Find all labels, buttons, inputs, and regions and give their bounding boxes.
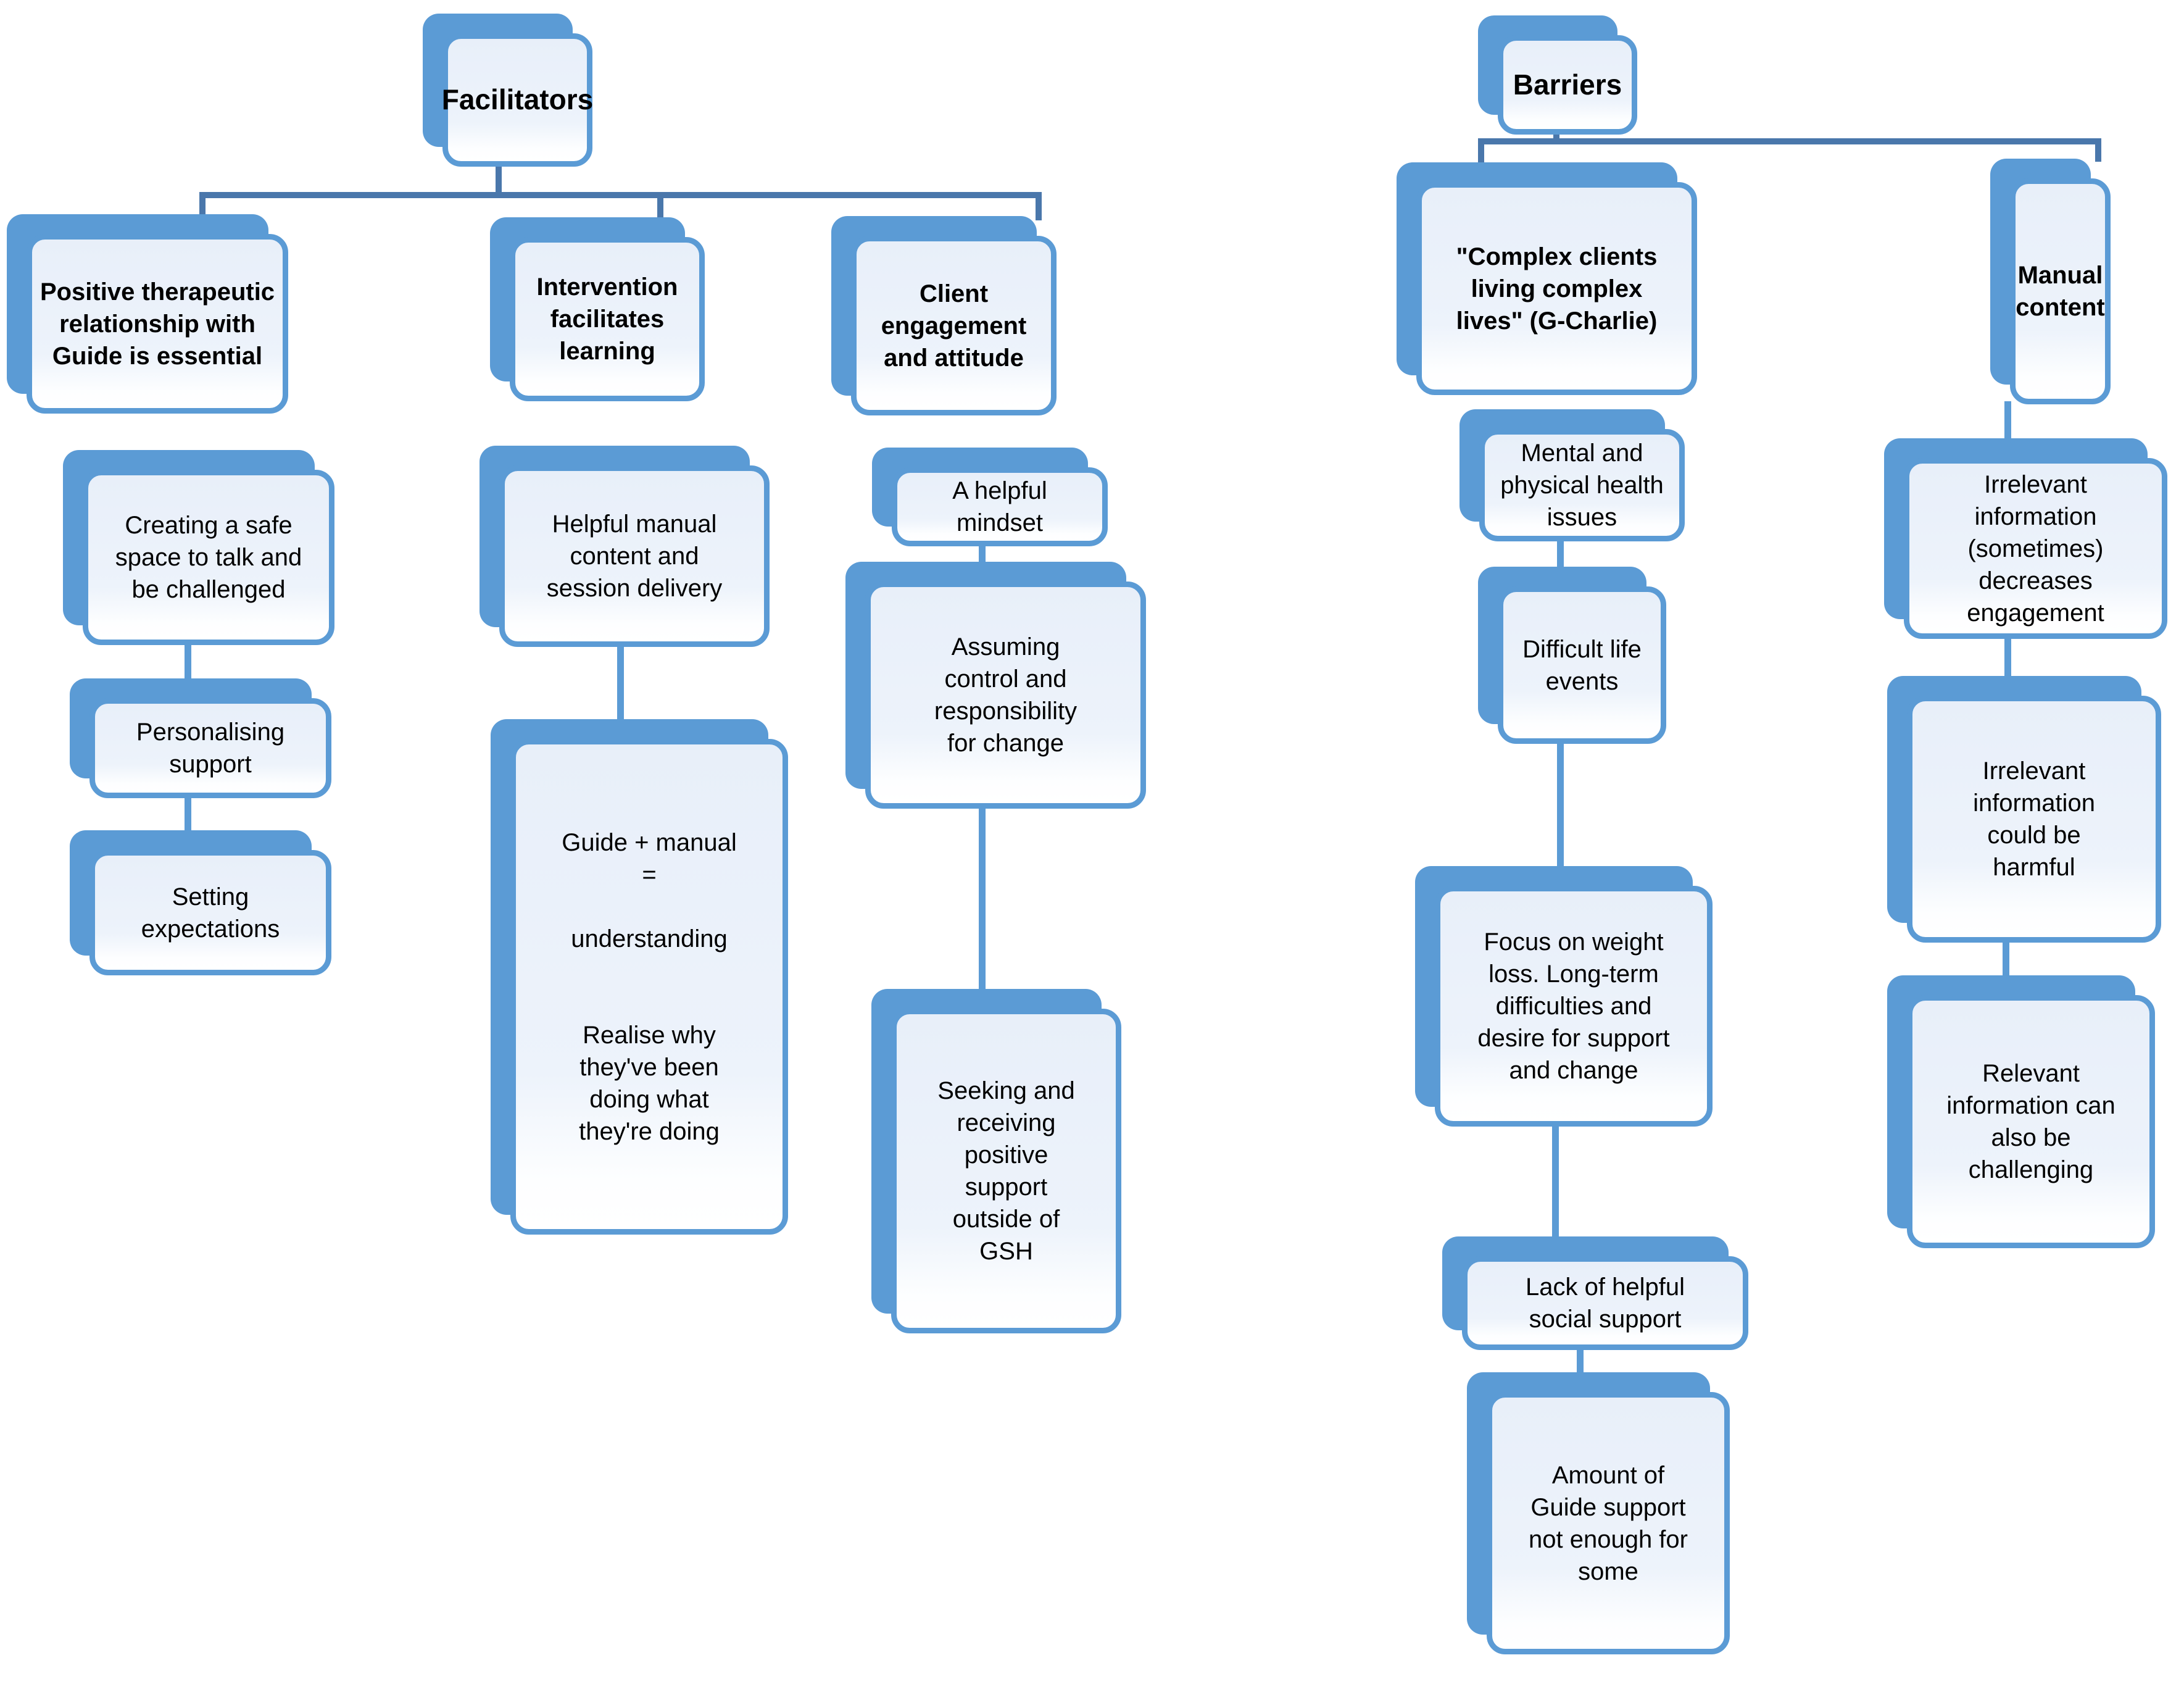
connector-drop-client (1036, 192, 1042, 220)
node-focus-on-weight-loss: Focus on weight loss. Long-term difficul… (1415, 866, 1713, 1127)
node-client-engagement-attitude: Client engagement and attitude (831, 216, 1057, 415)
node-label: Client engagement and attitude (881, 280, 1027, 372)
node-card: Irrelevant information could be harmful (1907, 696, 2161, 943)
node-label: Personalising support (136, 719, 285, 778)
node-label: Irrelevant information could be harmful (1973, 757, 2095, 881)
node-manual-content: Manual content (1990, 159, 2111, 404)
connector-creating-personalising (185, 642, 191, 682)
node-amount-of-guide-support: Amount of Guide support not enough for s… (1467, 1372, 1730, 1654)
node-label: Barriers (1513, 68, 1622, 101)
connector-focus-lack (1552, 1123, 1559, 1240)
connector-lack-amount (1577, 1347, 1584, 1375)
node-barriers-root: Barriers (1478, 15, 1637, 135)
node-label: Focus on weight loss. Long-term difficul… (1477, 928, 1670, 1084)
connector-drop-complex-clients (1478, 138, 1484, 165)
node-card: Positive therapeutic relationship with G… (27, 234, 288, 414)
node-label: Helpful manual content and session deliv… (546, 511, 723, 602)
node-card: Creating a safe space to talk and be cha… (83, 470, 334, 645)
node-facilitators-root: Facilitators (423, 14, 594, 167)
node-card: Facilitators (441, 33, 594, 167)
node-label: Guide + manual = understanding Realise w… (562, 828, 737, 1145)
connector-barriers-hline (1478, 138, 2101, 144)
node-assuming-control-responsibility: Assuming control and responsibility for … (845, 562, 1146, 809)
node-label: Irrelevant information (sometimes) decre… (1967, 470, 2104, 627)
node-card: Focus on weight loss. Long-term difficul… (1435, 886, 1713, 1127)
node-irrelevant-info-could-be-harmful: Irrelevant information could be harmful (1887, 676, 2161, 943)
node-relevant-info-challenging: Relevant information can also be challen… (1887, 975, 2155, 1248)
node-card: Amount of Guide support not enough for s… (1487, 1392, 1730, 1654)
node-card: Difficult life events (1498, 586, 1666, 744)
connector-drop-positive (199, 192, 206, 219)
node-card: Seeking and receiving positive support o… (891, 1009, 1121, 1333)
connector-mindset-assuming (979, 543, 986, 565)
node-label: Relevant information can also be challen… (1946, 1060, 2115, 1183)
node-helpful-manual-content: Helpful manual content and session deliv… (480, 446, 770, 647)
node-card: Mental and physical health issues (1479, 429, 1685, 541)
connector-helpful-guide (617, 644, 624, 722)
connector-difficult-focus (1557, 741, 1564, 869)
node-a-helpful-mindset: A helpful mindset (872, 448, 1108, 546)
node-label: Mental and physical health issues (1500, 440, 1664, 531)
node-card: Irrelevant information (sometimes) decre… (1904, 458, 2167, 639)
node-card: Assuming control and responsibility for … (865, 581, 1146, 809)
node-label: Intervention facilitates learning (536, 273, 678, 365)
node-card: Barriers (1498, 35, 1637, 135)
node-card: Relevant information can also be challen… (1907, 995, 2155, 1248)
node-mental-physical-health-issues: Mental and physical health issues (1459, 409, 1685, 541)
node-personalising-support: Personalising support (70, 678, 331, 798)
node-card: "Complex clients living complex lives" (… (1416, 182, 1697, 395)
node-card: Lack of helpful social support (1462, 1256, 1748, 1350)
node-label: Amount of Guide support not enough for s… (1529, 1461, 1688, 1585)
connector-facilitators-hline (199, 192, 1042, 198)
node-complex-clients-complex-lives: "Complex clients living complex lives" (… (1397, 162, 1697, 395)
node-label: Creating a safe space to talk and be cha… (115, 512, 302, 603)
connector-drop-manual-content (2095, 138, 2101, 162)
node-card: Personalising support (89, 698, 331, 798)
node-creating-safe-space: Creating a safe space to talk and be cha… (63, 450, 334, 645)
node-label: Seeking and receiving positive support o… (937, 1077, 1075, 1265)
node-label: Lack of helpful social support (1526, 1273, 1685, 1333)
node-label: Manual content (2016, 262, 2105, 321)
node-lack-of-social-support: Lack of helpful social support (1442, 1236, 1748, 1350)
node-card: Helpful manual content and session deliv… (499, 465, 770, 647)
connector-irrelevant1-irrelevant2 (2004, 636, 2011, 679)
node-setting-expectations: Setting expectations (70, 830, 331, 975)
node-card: Client engagement and attitude (851, 236, 1057, 415)
node-label: Difficult life events (1522, 635, 1642, 695)
node-difficult-life-events: Difficult life events (1478, 567, 1666, 744)
node-card: Guide + manual = understanding Realise w… (510, 739, 788, 1235)
connector-mental-difficult (1557, 538, 1564, 570)
node-seeking-positive-support: Seeking and receiving positive support o… (871, 989, 1121, 1333)
connector-manual-irrelevant1 (2004, 401, 2011, 441)
node-label: "Complex clients living complex lives" (… (1456, 243, 1658, 335)
node-intervention-facilitates-learning: Intervention facilitates learning (490, 217, 705, 401)
connector-barriers-root-drop (1553, 128, 1559, 144)
node-label: Assuming control and responsibility for … (934, 633, 1077, 757)
node-label: Positive therapeutic relationship with G… (39, 278, 275, 370)
node-positive-therapeutic-relationship: Positive therapeutic relationship with G… (7, 214, 288, 414)
node-card: A helpful mindset (892, 467, 1108, 546)
node-label: A helpful mindset (952, 477, 1047, 536)
connector-drop-intervention (657, 192, 663, 222)
node-label: Facilitators (441, 83, 594, 116)
node-label: Setting expectations (141, 883, 280, 943)
node-irrelevant-info-decreases-engagement: Irrelevant information (sometimes) decre… (1884, 438, 2167, 639)
node-card: Setting expectations (89, 850, 331, 975)
node-guide-plus-manual-understanding: Guide + manual = understanding Realise w… (491, 719, 788, 1235)
connector-personalising-setting (185, 795, 191, 833)
connector-assuming-seeking (979, 806, 986, 992)
connector-facilitators-root-drop (496, 162, 502, 194)
node-card: Intervention facilitates learning (510, 237, 705, 401)
node-card: Manual content (2010, 178, 2111, 404)
connector-irrelevant2-relevant (2003, 940, 2009, 978)
